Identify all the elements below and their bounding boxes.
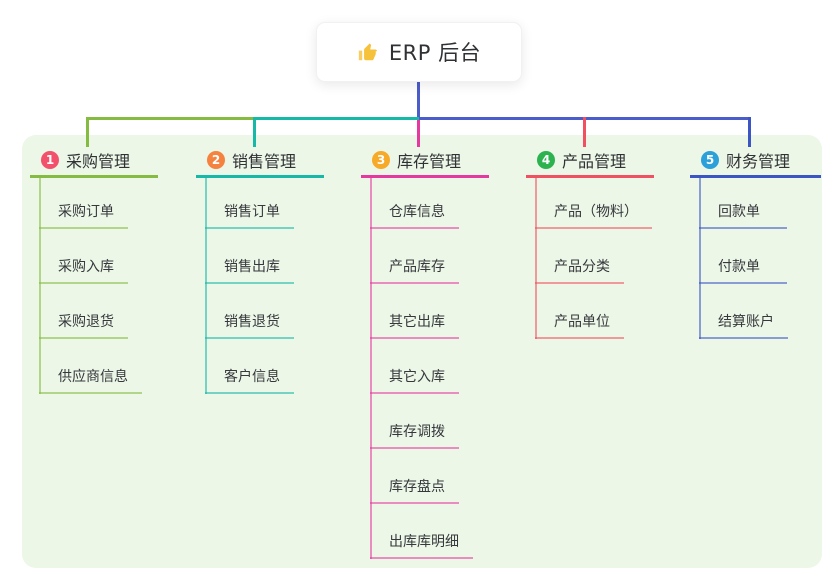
branch-node-finance[interactable]: 5 财务管理 (690, 144, 821, 178)
branch-vline-sales (205, 177, 207, 394)
node-item[interactable]: 供应商信息 (39, 339, 142, 394)
node-item[interactable]: 客户信息 (205, 339, 294, 394)
root-label: ERP 后台 (388, 41, 482, 65)
node-item[interactable]: 库存调拨 (370, 394, 459, 449)
connector-horizontal-green (86, 117, 254, 120)
branch-group-panel (22, 135, 822, 568)
branch-label: 产品管理 (562, 151, 627, 171)
connector-drop-finance (748, 117, 751, 147)
branch-items-purchase: 采购订单 采购入库 采购退货 供应商信息 (39, 177, 142, 394)
connector-drop-sales (253, 117, 256, 147)
branch-node-inventory[interactable]: 3 库存管理 (361, 144, 489, 178)
node-item[interactable]: 仓库信息 (370, 177, 459, 229)
branch-number-badge: 1 (41, 150, 59, 169)
branch-label: 财务管理 (726, 151, 791, 171)
branch-node-product[interactable]: 4 产品管理 (526, 144, 654, 178)
node-item[interactable]: 产品库存 (370, 229, 459, 284)
node-item[interactable]: 产品单位 (535, 284, 624, 339)
node-item[interactable]: 采购入库 (39, 229, 128, 284)
branch-vline-purchase (39, 177, 41, 394)
branch-label: 销售管理 (232, 151, 297, 171)
branch-vline-finance (699, 177, 701, 339)
branch-label: 采购管理 (66, 151, 131, 171)
branch-items-sales: 销售订单 销售出库 销售退货 客户信息 (205, 177, 294, 394)
branch-label: 库存管理 (397, 151, 462, 171)
node-item[interactable]: 出库库明细 (370, 504, 473, 559)
node-item[interactable]: 其它出库 (370, 284, 459, 339)
branch-number-badge: 4 (537, 150, 555, 169)
connector-horizontal-teal (254, 117, 419, 120)
connector-drop-purchase (86, 117, 89, 147)
node-item[interactable]: 销售订单 (205, 177, 294, 229)
branch-node-purchase[interactable]: 1 采购管理 (30, 144, 158, 178)
node-item[interactable]: 采购订单 (39, 177, 128, 229)
node-item[interactable]: 销售退货 (205, 284, 294, 339)
node-item[interactable]: 库存盘点 (370, 449, 459, 504)
branch-items-product: 产品（物料） 产品分类 产品单位 (535, 177, 652, 339)
branch-number-badge: 2 (207, 150, 225, 169)
node-item[interactable]: 采购退货 (39, 284, 128, 339)
node-item[interactable]: 付款单 (699, 229, 787, 284)
node-item[interactable]: 销售出库 (205, 229, 294, 284)
node-item[interactable]: 结算账户 (699, 284, 788, 339)
branch-node-sales[interactable]: 2 销售管理 (196, 144, 324, 178)
branch-number-badge: 3 (372, 150, 390, 169)
connector-drop-inventory (417, 120, 420, 147)
branch-items-finance: 回款单 付款单 结算账户 (699, 177, 788, 339)
branch-number-badge: 5 (701, 150, 719, 169)
branch-vline-product (535, 177, 537, 339)
node-item[interactable]: 回款单 (699, 177, 787, 229)
node-item[interactable]: 产品分类 (535, 229, 624, 284)
root-node[interactable]: ERP 后台 (316, 22, 522, 82)
root-connector-line (417, 82, 420, 117)
branch-vline-inventory (370, 177, 372, 559)
thumbs-up-icon (357, 41, 379, 63)
node-item[interactable]: 其它入库 (370, 339, 459, 394)
branch-items-inventory: 仓库信息 产品库存 其它出库 其它入库 库存调拨 库存盘点 出库库明细 (370, 177, 473, 559)
node-item[interactable]: 产品（物料） (535, 177, 652, 229)
connector-drop-product (583, 117, 586, 147)
